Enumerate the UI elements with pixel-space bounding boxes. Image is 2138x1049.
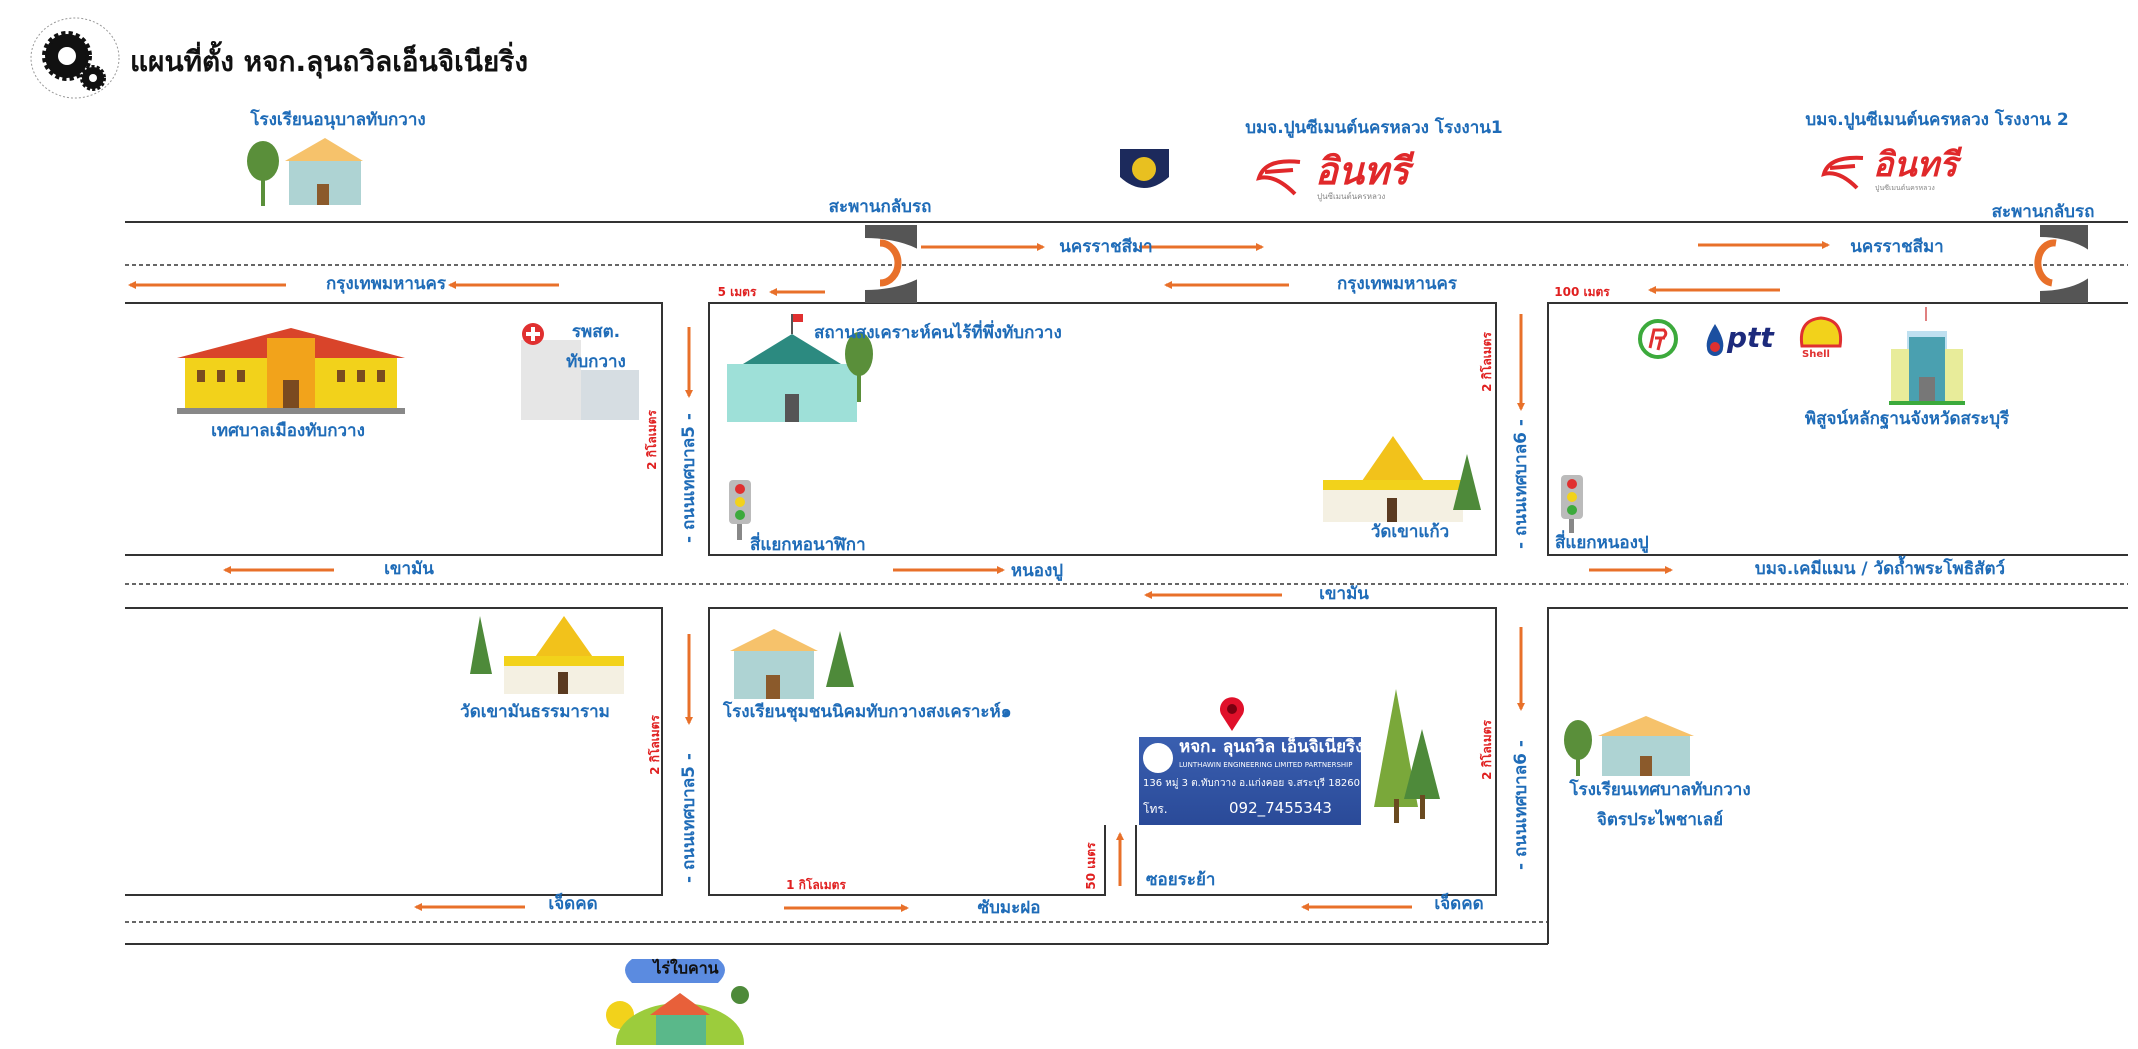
road-label-chet-khot: เจ็ดคด <box>1434 894 1484 914</box>
shell-logo-text: Shell <box>1802 349 1830 360</box>
company-logo-icon <box>1143 743 1173 773</box>
location-pin-icon <box>1218 696 1246 736</box>
shell-logo-icon: Shell <box>1798 316 1844 364</box>
sign-company-english: LUNTHAWIN ENGINEERING LIMITED PARTNERSHI… <box>1179 761 1353 769</box>
insee-logo-icon: อินทรี ปูนซีเมนต์นครหลวง <box>1821 148 1991 194</box>
uturn-bridge-icon <box>835 212 958 316</box>
road-label-chemical-temple: บมจ.เคมีแมน / วัดถ้ำพระโพธิสัตว์ <box>1754 559 2006 579</box>
road-label-khao-man: เขามัน <box>384 559 434 579</box>
plant1-label: บมจ.ปูนซีเมนต์นครหลวง โรงงาน1 <box>1245 118 1503 138</box>
company-signboard: หจก. ลุนถวิล เอ็นจิเนียริ่ง LUNTHAWIN EN… <box>1139 737 1364 825</box>
sign-phone: 092_7455343 <box>1229 799 1332 817</box>
road-label-bangkok: กรุงเทพมหานคร <box>1336 274 1458 294</box>
block-upper-left <box>125 302 663 556</box>
distance-label: 5 เมตร <box>717 285 757 299</box>
sign-company-name: หจก. ลุนถวิล เอ็นจิเนียริ่ง <box>1179 737 1364 757</box>
ptt-logo-icon: ptt <box>1705 320 1791 360</box>
community-school-label: โรงเรียนชุมชนนิคมทับกวางสงเคราะห์๑ <box>723 702 1012 722</box>
block-lower-left <box>125 607 663 896</box>
distance-label: 2 กิโลเมตร <box>648 715 662 775</box>
municipal-school-label-line2: จิตรประไพชาเลย์ <box>1596 810 1724 830</box>
road-label-sap-ma-fo: ซับมะฝอ <box>977 898 1041 918</box>
insee-logo-subtext: ปูนซีเมนต์นครหลวง <box>1875 184 1935 192</box>
block-lower-right <box>1547 607 2128 944</box>
uturn-label-right: สะพานกลับรถ <box>1991 202 2095 222</box>
road-label-bangkok: กรุงเทพมหานคร <box>325 274 447 294</box>
road-label-thesaban5: - ถนนเทศบาล5 - <box>679 413 699 543</box>
block-upper-middle <box>708 302 1497 556</box>
rai-bai-khan-label: ไร่ใบคาน <box>653 958 719 978</box>
pine-trees-icon <box>1370 689 1442 829</box>
page-title: แผนที่ตั้ง หจก.ลุนถวิลเอ็นจิเนียริ่ง <box>130 45 529 78</box>
uturn-bridge-icon <box>2016 213 2122 315</box>
shelter-label: สถานสงเคราะห์คนไร้ที่พึ่งทับกวาง <box>814 323 1062 343</box>
municipal-school-label-line1: โรงเรียนเทศบาลทับกวาง <box>1569 780 1751 800</box>
government-building-icon <box>1889 307 1965 409</box>
temple-icon <box>464 614 634 702</box>
temple-icon <box>1303 434 1487 530</box>
road-label-chet-khot: เจ็ดคด <box>548 894 598 914</box>
hospital-label-line2: ทับกวาง <box>566 352 626 372</box>
road-label-nong-pu: หนองปู <box>1010 561 1064 581</box>
hospital-icon <box>511 320 641 428</box>
pt-station-logo-icon <box>1637 318 1679 364</box>
municipality-label: เทศบาลเมืองทับกวาง <box>211 421 365 441</box>
insee-logo-text: อินทรี <box>1315 149 1410 193</box>
forensic-label: พิสูจน์หลักฐานจังหวัดสระบุรี <box>1804 409 2010 429</box>
ptt-logo-text: ptt <box>1727 321 1774 354</box>
school-icon <box>1562 716 1698 782</box>
wat-khao-man-label: วัดเขามันธรรมาราม <box>460 702 610 722</box>
municipality-building-icon <box>177 318 405 420</box>
insee-logo-icon: อินทรี ปูนซีเมนต์นครหลวง <box>1255 152 1495 202</box>
uturn-label-left: สะพานกลับรถ <box>828 197 932 217</box>
road-label-thesaban5: - ถนนเทศบาล5 - <box>679 753 699 883</box>
road-label-nakhon-ratchasima: นครราชสีมา <box>1059 237 1153 257</box>
block-lower-middle <box>708 607 1497 896</box>
block-upper-right <box>1547 302 2128 556</box>
company-logo <box>27 14 123 102</box>
sign-phone-label: โทร. <box>1143 802 1168 816</box>
distance-label: 2 กิโลเมตร <box>1480 720 1494 780</box>
hospital-label-line1: รพสต. <box>571 322 621 342</box>
road-label-khao-man: เขามัน <box>1319 584 1369 604</box>
shelter-building-icon <box>723 314 873 428</box>
plant2-label: บมจ.ปูนซีเมนต์นครหลวง โรงงาน 2 <box>1805 110 2069 130</box>
distance-label: 2 กิโลเมตร <box>645 410 659 470</box>
distance-label: 1 กิโลเมตร <box>786 878 846 892</box>
wat-khao-kaew-label: วัดเขาแก้ว <box>1370 522 1450 542</box>
nong-pu-junction-label: สี่แยกหนองปู <box>1555 533 1649 553</box>
traffic-light-icon <box>723 480 757 544</box>
school-icon <box>245 136 365 212</box>
road-label-nakhon-ratchasima: นครราชสีมา <box>1850 237 1944 257</box>
insee-logo-text: อินทรี <box>1873 145 1958 185</box>
road-label-thesaban6: - ถนนเทศบาล6 - <box>1511 419 1531 549</box>
traffic-light-icon <box>1555 475 1589 537</box>
school-icon <box>730 627 860 705</box>
distance-label: 2 กิโลเมตร <box>1480 332 1494 392</box>
kindergarten-label: โรงเรียนอนุบาลทับกวาง <box>250 110 426 130</box>
highway-police-badge-icon <box>1116 143 1173 203</box>
insee-logo-subtext: ปูนซีเมนต์นครหลวง <box>1317 192 1386 201</box>
sign-address: 136 หมู่ 3 ต.ทับกวาง อ.แก่งคอย จ.สระบุรี… <box>1143 778 1361 789</box>
distance-label: 100 เมตร <box>1554 285 1610 299</box>
road-label-thesaban6: - ถนนเทศบาล6 - <box>1511 740 1531 870</box>
distance-label: 50 เมตร <box>1084 842 1098 890</box>
clock-tower-junction-label: สี่แยกหอนาฬิกา <box>750 535 866 555</box>
road-label-soi-raya: ซอยระย้า <box>1146 870 1216 890</box>
farm-icon <box>600 955 750 1049</box>
